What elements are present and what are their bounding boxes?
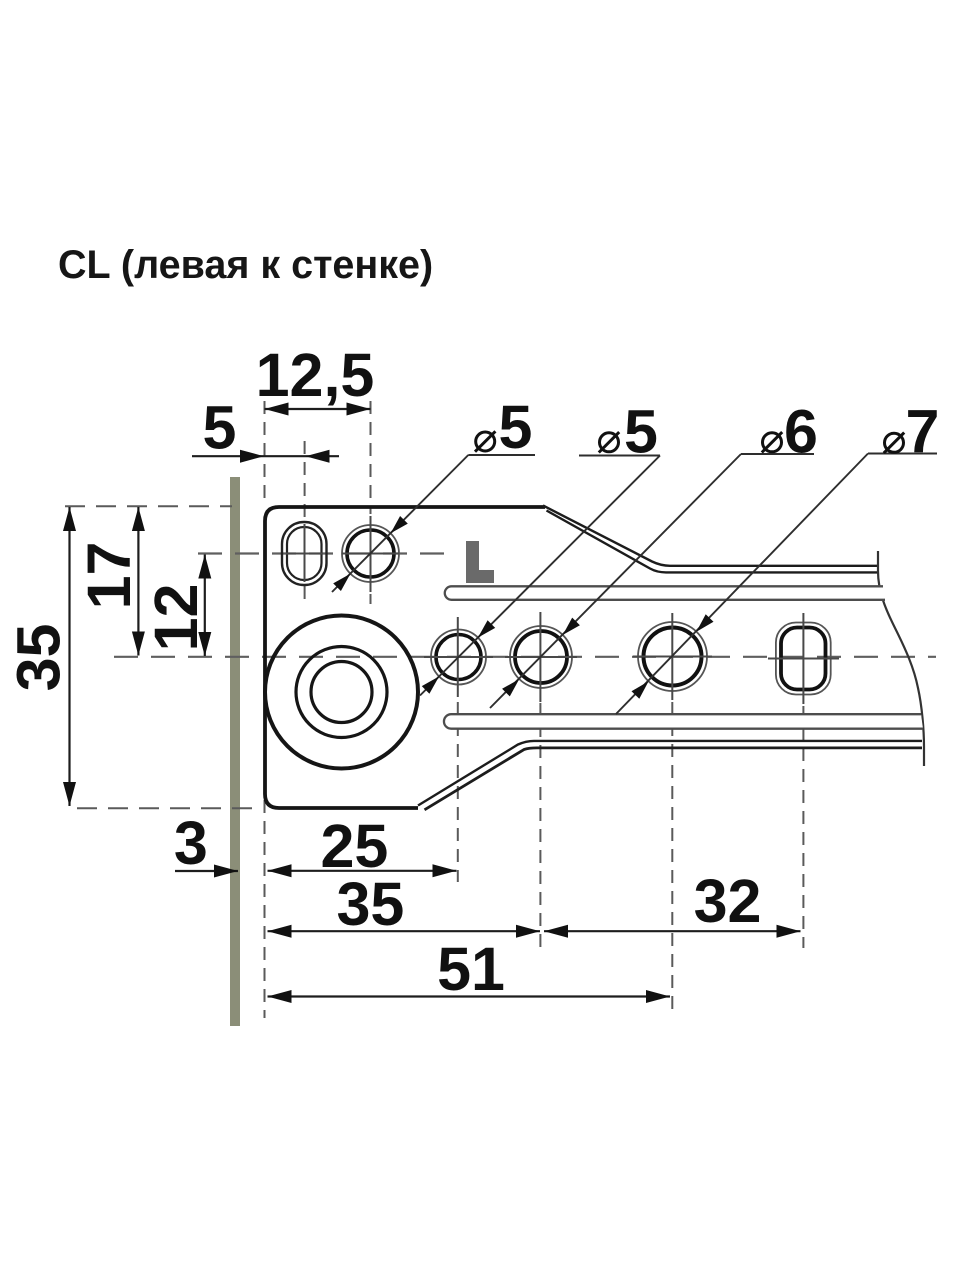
svg-text:12: 12 — [142, 584, 210, 652]
svg-text:17: 17 — [75, 542, 143, 610]
svg-text:25: 25 — [320, 812, 388, 880]
svg-text:CL (левая к стенке): CL (левая к стенке) — [58, 243, 433, 287]
svg-text:3: 3 — [174, 809, 208, 877]
svg-text:5: 5 — [499, 393, 533, 461]
svg-text:51: 51 — [437, 935, 505, 1003]
svg-text:12,5: 12,5 — [256, 341, 375, 409]
svg-text:5: 5 — [203, 393, 237, 461]
svg-text:32: 32 — [694, 867, 762, 935]
svg-text:35: 35 — [5, 624, 73, 692]
svg-text:6: 6 — [784, 398, 818, 466]
svg-text:7: 7 — [906, 398, 940, 466]
svg-text:35: 35 — [336, 870, 404, 938]
svg-text:5: 5 — [624, 398, 658, 466]
